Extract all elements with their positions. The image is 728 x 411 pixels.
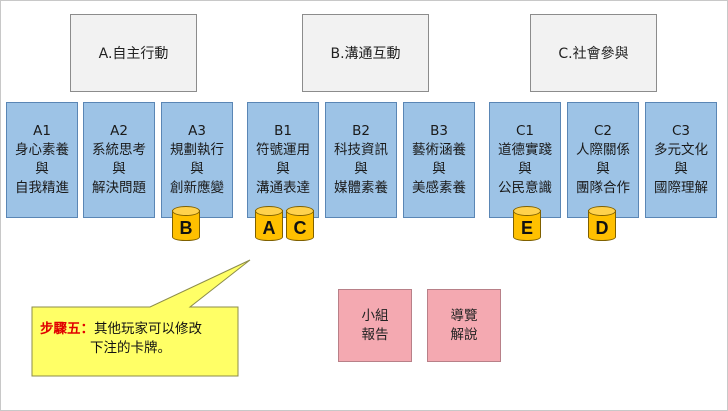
subcategory-line: 媒體素養 (334, 180, 388, 196)
subcategory-line: 與 (190, 161, 204, 177)
subcategory-code: B1 (274, 123, 292, 139)
cylinder-top (588, 206, 616, 216)
category-label: C.社會參與 (558, 46, 629, 62)
token-letter: A (262, 218, 276, 238)
subcategory-line: 系統思考 (92, 142, 146, 158)
token-cylinder[interactable]: B (172, 206, 200, 244)
category-box-c: C.社會參與 (530, 14, 657, 92)
cylinder-top (255, 206, 283, 216)
subcategory-line: 與 (518, 161, 532, 177)
category-box-b: B.溝通互動 (302, 14, 429, 92)
token-cylinder[interactable]: C (286, 206, 314, 244)
subcategory-line: 國際理解 (654, 180, 708, 196)
cylinder-top (172, 206, 200, 216)
action-line: 小組 (361, 307, 389, 324)
token-cylinder[interactable]: E (513, 206, 541, 244)
subcategory-box-b3: B3 藝術涵養 與 美感素養 (403, 102, 475, 218)
token-letter: D (595, 218, 609, 238)
action-line: 導覽 (450, 307, 478, 324)
callout-text: 步驟五：其他玩家可以修改 下注的卡牌。 (40, 320, 240, 358)
cylinder-body (588, 210, 616, 241)
subcategory-code: C1 (515, 123, 534, 139)
subcategory-code: A3 (188, 123, 206, 139)
subcategory-line: 規劃執行 (170, 142, 224, 158)
subcategory-line: 多元文化 (654, 142, 708, 158)
subcategory-code: B2 (352, 123, 370, 139)
token-cylinder[interactable]: D (588, 206, 616, 244)
token-letter: B (179, 218, 193, 238)
subcategory-box-c2: C2 人際關係 與 團隊合作 (567, 102, 639, 218)
subcategory-line: 自我精進 (15, 180, 69, 196)
callout-line2: 下注的卡牌。 (90, 340, 171, 356)
category-label: A.自主行動 (98, 46, 169, 62)
subcategory-line: 與 (35, 161, 49, 177)
token-letter: C (293, 218, 307, 238)
subcategory-line: 藝術涵養 (412, 142, 466, 158)
action-box-report: 小組 報告 (338, 289, 412, 362)
subcategory-code: C2 (593, 123, 612, 139)
subcategory-line: 解決問題 (92, 180, 146, 196)
subcategory-line: 科技資訊 (334, 142, 388, 158)
subcategory-box-b2: B2 科技資訊 與 媒體素養 (325, 102, 397, 218)
subcategory-line: 溝通表達 (256, 180, 310, 196)
subcategory-box-c3: C3 多元文化 與 國際理解 (645, 102, 717, 218)
subcategory-line: 與 (354, 161, 368, 177)
token-letter: E (520, 218, 533, 238)
subcategory-box-a3: A3 規劃執行 與 創新應變 (161, 102, 233, 218)
cylinder-top (513, 206, 541, 216)
subcategory-line: 創新應變 (170, 180, 224, 196)
subcategory-line: 身心素養 (15, 142, 69, 158)
action-line: 解說 (450, 326, 478, 343)
subcategory-line: 道德實踐 (498, 142, 552, 158)
subcategory-code: B3 (430, 123, 448, 139)
subcategory-line: 與 (432, 161, 446, 177)
subcategory-line: 公民意識 (498, 180, 552, 196)
subcategory-line: 符號運用 (256, 142, 310, 158)
subcategory-line: 與 (596, 161, 610, 177)
subcategory-code: A2 (110, 123, 128, 139)
category-box-a: A.自主行動 (70, 14, 197, 92)
callout-separator: ： (80, 321, 95, 337)
subcategory-line: 與 (112, 161, 126, 177)
subcategory-code: A1 (33, 123, 51, 139)
subcategory-line: 美感素養 (412, 180, 466, 196)
token-cylinder[interactable]: A (255, 206, 283, 244)
subcategory-line: 團隊合作 (576, 180, 630, 196)
action-line: 報告 (361, 326, 389, 343)
callout-line1: 其他玩家可以修改 (94, 321, 202, 337)
subcategory-box-a1: A1 身心素養 與 自我精進 (6, 102, 78, 218)
subcategory-box-a2: A2 系統思考 與 解決問題 (83, 102, 155, 218)
subcategory-line: 與 (674, 161, 688, 177)
subcategory-line: 與 (276, 161, 290, 177)
action-box-guide: 導覽 解說 (427, 289, 501, 362)
subcategory-line: 人際關係 (576, 142, 630, 158)
subcategory-box-c1: C1 道德實踐 與 公民意識 (489, 102, 561, 218)
subcategory-box-b1: B1 符號運用 與 溝通表達 (247, 102, 319, 218)
callout-step-label: 步驟五 (40, 321, 81, 337)
subcategory-code: C3 (671, 123, 690, 139)
category-label: B.溝通互動 (330, 46, 401, 62)
cylinder-top (286, 206, 314, 216)
